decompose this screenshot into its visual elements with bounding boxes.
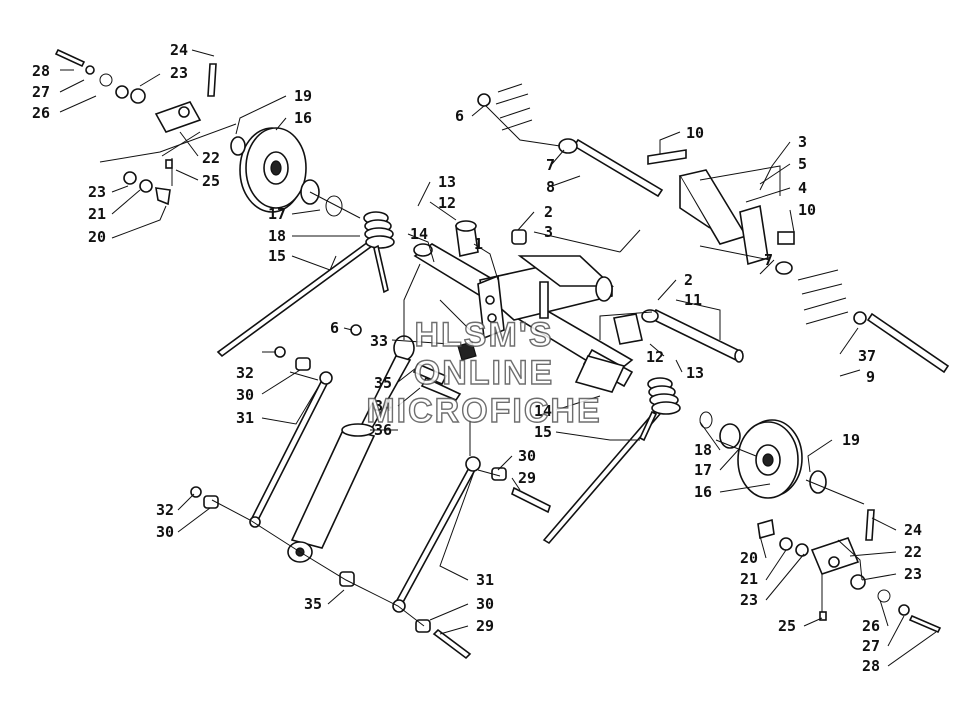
callout: 28 [32, 62, 50, 80]
callout: 32 [156, 501, 174, 519]
callout: 36 [374, 421, 392, 439]
callout: 27 [32, 83, 50, 101]
callout: 2 [544, 203, 553, 221]
callout: 30 [476, 595, 494, 613]
callout: 6 [455, 107, 464, 125]
callout: 19 [842, 431, 860, 449]
callout: 31 [476, 571, 494, 589]
callout: 10 [686, 124, 704, 142]
drawing [54, 48, 950, 660]
callout: 24 [170, 41, 188, 59]
callout: 11 [684, 291, 702, 309]
callout: 26 [862, 617, 880, 635]
callout: 23 [904, 565, 922, 583]
callout: 22 [202, 149, 220, 167]
callout: 14 [534, 402, 552, 420]
callout: 19 [294, 87, 312, 105]
watermark-line: MICROFICHE [366, 392, 601, 430]
callout: 18 [694, 441, 712, 459]
callout: 20 [740, 549, 758, 567]
callout: 6 [330, 319, 339, 337]
callout: 26 [32, 104, 50, 122]
callout: 7 [546, 156, 555, 174]
callout: 23 [740, 591, 758, 609]
callout: 37 [858, 347, 876, 365]
callout: 4 [798, 179, 807, 197]
callout: 5 [798, 155, 807, 173]
watermark: HLSM'S ONLINE MICROFICHE [366, 315, 601, 430]
callout: 35 [304, 595, 322, 613]
callout: 12 [438, 194, 456, 212]
left-spring [363, 211, 395, 294]
shock-absorber [287, 335, 415, 563]
callout: 20 [88, 228, 106, 246]
callout: 9 [866, 368, 875, 386]
callout: 16 [294, 109, 312, 127]
callout: 33 [370, 332, 388, 350]
watermark-line: HLSM'S [414, 316, 553, 354]
callout: 28 [862, 657, 880, 675]
callout-labels: 24 28 23 27 26 19 16 22 25 23 21 20 17 1… [32, 41, 922, 675]
callout: 14 [410, 225, 428, 243]
callout: 13 [438, 173, 456, 191]
callout: 30 [518, 447, 536, 465]
callout: 21 [740, 570, 758, 588]
callout: 17 [268, 205, 286, 223]
callout: 10 [798, 201, 816, 219]
callout: 35 [374, 374, 392, 392]
callout: 21 [88, 205, 106, 223]
callout: 1 [474, 235, 483, 253]
callout: 8 [546, 178, 555, 196]
right-idler-wheel [699, 411, 827, 499]
left-idler-wheel [230, 127, 343, 217]
callout: 31 [236, 409, 254, 427]
callout: 3 [544, 223, 553, 241]
callout: 18 [268, 227, 286, 245]
leader-lines [59, 49, 937, 667]
callout: 34 [374, 397, 392, 415]
callout: 16 [694, 483, 712, 501]
watermark-line: ONLINE [414, 354, 554, 392]
callout: 30 [156, 523, 174, 541]
callout: 15 [268, 247, 286, 265]
callout: 32 [236, 364, 254, 382]
callout: 15 [534, 423, 552, 441]
callout: 24 [904, 521, 922, 539]
callout: 29 [476, 617, 494, 635]
callout: 22 [904, 543, 922, 561]
callout: 25 [202, 172, 220, 190]
callout: 7 [764, 251, 773, 269]
callout: 2 [684, 271, 693, 289]
callout: 29 [518, 469, 536, 487]
callout: 17 [694, 461, 712, 479]
callout: 23 [88, 183, 106, 201]
callout: 25 [778, 617, 796, 635]
callout: 23 [170, 64, 188, 82]
callout: 13 [686, 364, 704, 382]
callout: 30 [236, 386, 254, 404]
callout: 27 [862, 637, 880, 655]
callout: 3 [798, 133, 807, 151]
callout: 12 [646, 348, 664, 366]
right-spring [638, 377, 681, 442]
